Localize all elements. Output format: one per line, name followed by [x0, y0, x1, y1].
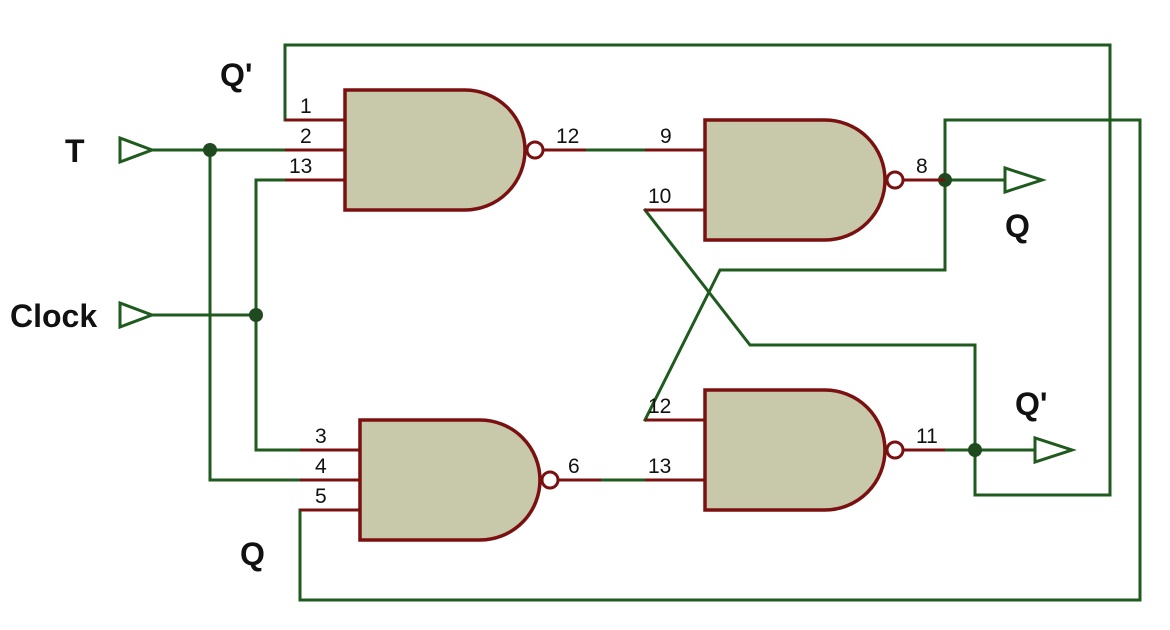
wire-t-branch — [208, 148, 302, 482]
pin-number: 9 — [660, 125, 672, 148]
nand-gate-bottom-left: 3 4 5 6 — [300, 418, 601, 542]
port-t-input — [118, 135, 157, 165]
port-q-output — [1003, 165, 1047, 195]
pin-number: 4 — [315, 455, 327, 478]
nand-gate-top-right: 9 10 8 — [645, 118, 945, 242]
wire-cross-q — [642, 178, 947, 423]
wire-cross-qprime — [642, 207, 977, 452]
nand-body — [703, 388, 887, 512]
junction-t — [203, 143, 217, 157]
pin-number: 12 — [648, 395, 671, 418]
pin-number: 6 — [568, 455, 580, 478]
nand-body — [703, 118, 887, 242]
label-t-input: T — [65, 133, 85, 169]
nand-body — [358, 418, 542, 542]
junction-qprime — [968, 443, 982, 457]
inverter-bubble — [525, 140, 545, 160]
label-clock-input: Clock — [10, 298, 97, 334]
wire-q-feedback — [298, 118, 1142, 602]
nand-gate-top-left: 1 2 13 12 — [285, 88, 586, 212]
port-clock-input — [118, 300, 157, 330]
pin-number: 1 — [300, 95, 312, 118]
label-feedback-q-prime: Q' — [220, 57, 253, 93]
wire-qprime-feedback — [283, 43, 1112, 497]
label-feedback-q: Q — [240, 536, 265, 572]
pin-number: 2 — [300, 125, 312, 148]
junction-clock — [249, 308, 263, 322]
pin-number: 3 — [315, 425, 327, 448]
nand-body — [343, 88, 527, 212]
label-output-q: Q — [1005, 208, 1030, 244]
pin-number: 5 — [315, 485, 327, 508]
pin-number: 12 — [556, 125, 579, 148]
pin-number: 11 — [916, 425, 938, 448]
junctions — [203, 143, 982, 457]
label-output-q-prime: Q' — [1015, 386, 1048, 422]
pin-number: 13 — [648, 455, 671, 478]
nand-gate-bottom-right: 12 13 11 — [645, 388, 945, 512]
inverter-bubble — [885, 170, 905, 190]
inverter-bubble — [540, 470, 560, 490]
signal-labels: T Clock Q' Q Q Q' — [10, 57, 1048, 572]
port-qprime-output — [1033, 435, 1077, 465]
pin-number: 10 — [648, 185, 671, 208]
ports — [118, 135, 1077, 465]
inverter-bubble — [885, 440, 905, 460]
pin-number: 13 — [289, 155, 312, 178]
pin-number: 8 — [916, 155, 928, 178]
wires — [150, 43, 1142, 602]
